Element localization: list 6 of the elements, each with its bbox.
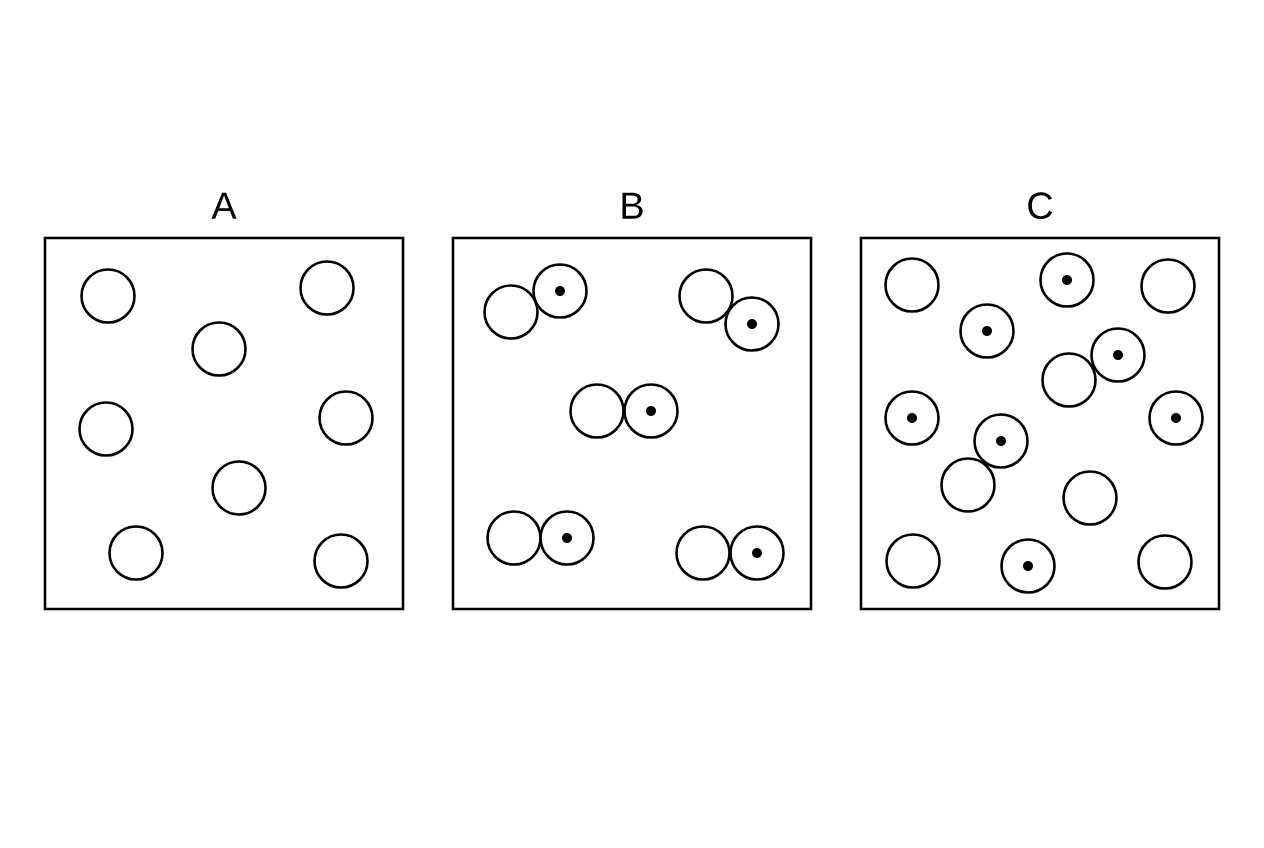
node-label: A [211, 192, 237, 219]
panel-box: A [43, 192, 405, 611]
panel-box: B [451, 192, 813, 611]
panel-box: C [859, 192, 1221, 611]
node-label: B [622, 192, 643, 219]
node-label: C [1028, 192, 1053, 220]
